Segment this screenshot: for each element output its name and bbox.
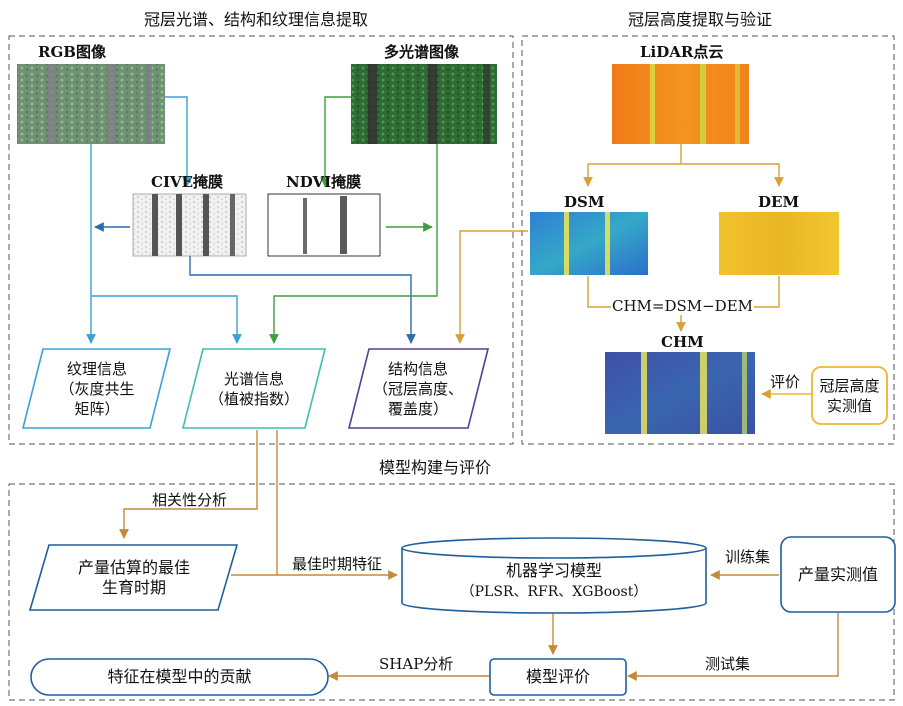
yield-measured-node: 产量实测值 bbox=[797, 564, 878, 584]
arrow-test-set bbox=[627, 612, 839, 681]
ml-model-cylinder bbox=[401, 537, 707, 614]
arrow-dsm-to-chm bbox=[587, 276, 611, 308]
arrow-lidar-to-dem bbox=[681, 163, 784, 187]
arrow-spectral-to-correlation bbox=[119, 430, 258, 539]
arrow-rgb-to-cive bbox=[165, 96, 192, 187]
height-panel bbox=[521, 35, 895, 445]
spectral-node-shape bbox=[181, 348, 327, 429]
chm-label: CHM bbox=[661, 333, 704, 351]
train-set-label: 训练集 bbox=[725, 548, 771, 566]
dsm-image bbox=[530, 212, 648, 275]
canopy-height-measured-node: 冠层高度 实测值 bbox=[819, 376, 880, 415]
extraction-panel bbox=[8, 35, 514, 445]
texture-node-shape bbox=[21, 348, 172, 429]
arrow-ms-to-ndvi bbox=[320, 96, 351, 187]
arrow-ms-down bbox=[269, 144, 438, 344]
ndvi-mask-image bbox=[267, 193, 381, 257]
canopy-height-measured-shape bbox=[811, 366, 888, 425]
structure-node-shape bbox=[347, 348, 490, 429]
dem-image bbox=[719, 212, 839, 275]
arrow-lidar-split bbox=[583, 144, 682, 187]
yield-measured-shape bbox=[780, 536, 896, 613]
rgb-image bbox=[17, 64, 165, 144]
dsm-label: DSM bbox=[564, 193, 605, 211]
texture-node: 纹理信息 （灰度共生 矩阵） bbox=[59, 359, 135, 418]
height-section-title: 冠层高度提取与验证 bbox=[628, 10, 773, 29]
arrow-dsm-to-structure bbox=[455, 230, 528, 344]
extraction-section-title: 冠层光谱、结构和纹理信息提取 bbox=[144, 10, 369, 29]
shap-label: SHAP分析 bbox=[379, 655, 454, 673]
lidar-label: LiDAR点云 bbox=[640, 43, 724, 61]
model-section-title: 模型构建与评价 bbox=[379, 458, 492, 477]
chm-formula-label: CHM=DSM−DEM bbox=[611, 297, 754, 315]
chm-image bbox=[605, 352, 755, 434]
best-period-features-label: 最佳时期特征 bbox=[292, 555, 383, 573]
feature-contribution-shape bbox=[30, 658, 329, 696]
ml-model-methods: （PLSR、RFR、XGBoost） bbox=[460, 584, 648, 600]
optimal-period-node: 产量估算的最佳 生育时期 bbox=[77, 557, 190, 597]
lidar-image bbox=[612, 64, 749, 144]
cive-label: CIVE掩膜 bbox=[151, 173, 224, 191]
arrow-spectral-to-model bbox=[231, 430, 278, 576]
test-set-label: 测试集 bbox=[705, 655, 751, 673]
dem-label: DEM bbox=[758, 193, 800, 211]
feature-contribution-node: 特征在模型中的贡献 bbox=[107, 667, 252, 686]
model-eval-node: 模型评价 bbox=[525, 667, 590, 686]
rgb-label: RGB图像 bbox=[38, 43, 106, 61]
structure-node: 结构信息 （冠层高度、 覆盖度） bbox=[372, 359, 463, 418]
multispectral-label: 多光谱图像 bbox=[384, 43, 460, 61]
ndvi-label: NDVI掩膜 bbox=[286, 173, 362, 191]
arrow-cive-to-structure bbox=[189, 256, 416, 344]
evaluate-label: 评价 bbox=[770, 373, 801, 391]
arrow-dem-to-chm bbox=[754, 276, 780, 308]
model-eval-shape bbox=[489, 658, 627, 696]
correlation-label: 相关性分析 bbox=[152, 491, 228, 509]
ml-model-title: 机器学习模型 bbox=[505, 561, 602, 580]
optimal-period-shape bbox=[28, 544, 239, 611]
spectral-node: 光谱信息 （植被指数） bbox=[208, 369, 299, 408]
cive-mask-image bbox=[132, 193, 247, 257]
arrow-rgb-to-spectral bbox=[91, 295, 242, 344]
multispectral-image bbox=[351, 64, 497, 144]
